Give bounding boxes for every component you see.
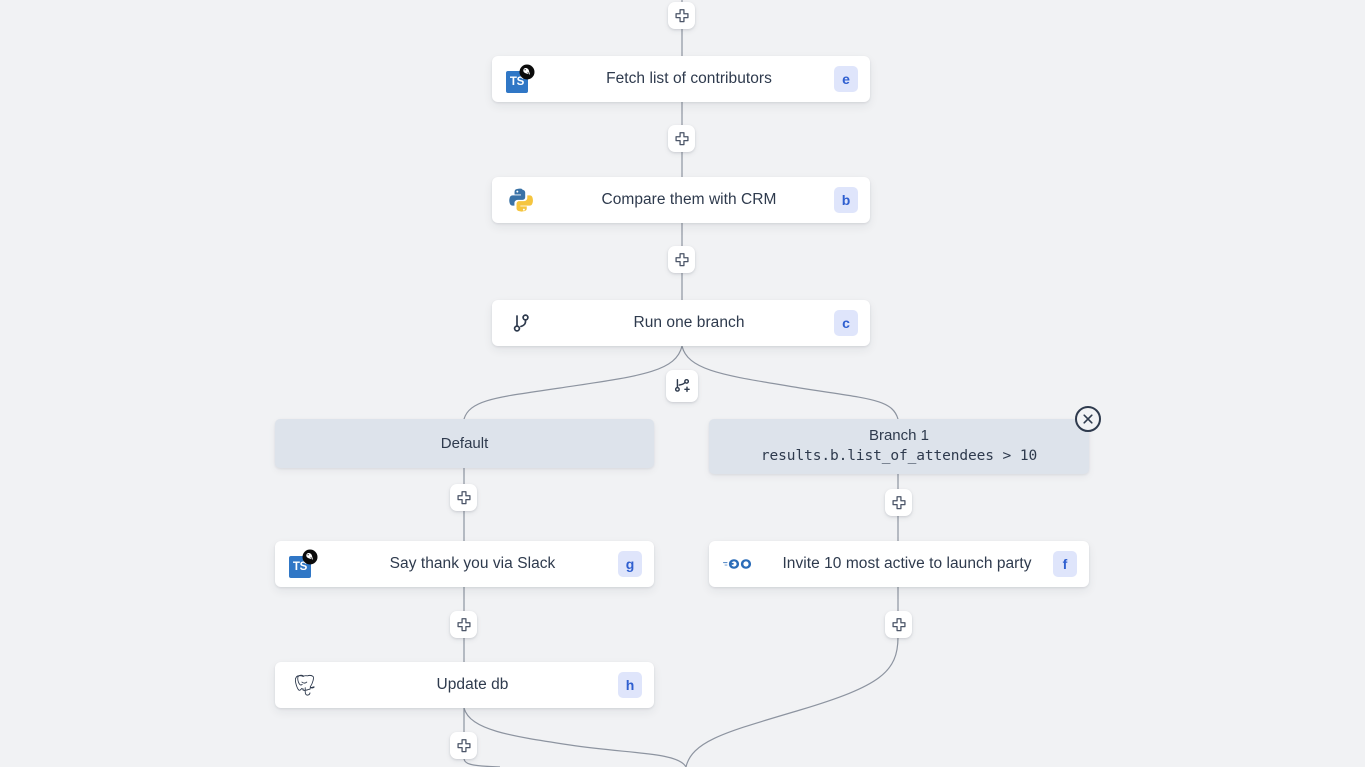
- node-badge[interactable]: c: [834, 310, 858, 336]
- plus-icon: [674, 131, 689, 145]
- node-update-db[interactable]: Update db h: [275, 662, 654, 708]
- branch-expression: results.b.list_of_attendees > 10: [760, 448, 1038, 464]
- plus-icon: [456, 490, 471, 504]
- add-step-button-after-slack[interactable]: [450, 611, 477, 638]
- node-say-thank-you-via-slack[interactable]: TS Say thank you via Slack g: [275, 541, 654, 587]
- node-label: Run one branch: [633, 314, 745, 331]
- add-step-button-after-invite[interactable]: [885, 611, 912, 638]
- plus-icon: [456, 738, 471, 752]
- typescript-deno-icon: TS: [281, 549, 327, 579]
- plus-icon: [674, 8, 689, 22]
- plus-icon: [456, 617, 471, 631]
- node-label: Compare them with CRM: [601, 191, 777, 208]
- node-label: Update db: [436, 676, 509, 693]
- node-invite-most-active-to-launch-party[interactable]: Invite 10 most active to launch party f: [709, 541, 1089, 587]
- branch-title: Branch 1: [868, 427, 930, 444]
- edge-left-long-merge: [463, 707, 687, 767]
- branch-title: Default: [440, 434, 489, 452]
- add-step-button-after-updatedb[interactable]: [450, 732, 477, 759]
- branch1-close-button[interactable]: [1075, 406, 1101, 432]
- branch-add-icon: [674, 378, 690, 393]
- node-run-one-branch[interactable]: Run one branch c: [492, 300, 870, 346]
- node-compare-them-with-crm[interactable]: Compare them with CRM b: [492, 177, 870, 223]
- add-step-button-top[interactable]: [668, 2, 695, 29]
- edge-split-right: [681, 345, 899, 420]
- node-label: Say thank you via Slack: [389, 555, 556, 572]
- node-badge[interactable]: e: [834, 66, 858, 92]
- git-branch-icon: [498, 311, 544, 335]
- deno-icon: [519, 64, 535, 80]
- edge-left-merge: [463, 757, 501, 767]
- node-badge[interactable]: g: [618, 551, 642, 577]
- close-icon: [1083, 414, 1093, 424]
- add-step-button-after-compare[interactable]: [668, 246, 695, 273]
- add-step-button-after-fetch[interactable]: [668, 125, 695, 152]
- plus-icon: [891, 617, 906, 631]
- deno-icon: [302, 549, 318, 565]
- typescript-deno-icon: TS: [498, 64, 544, 94]
- edge-split-left: [463, 345, 683, 420]
- add-branch-button[interactable]: [666, 370, 698, 402]
- postgresql-icon: [281, 672, 327, 698]
- node-badge[interactable]: b: [834, 187, 858, 213]
- plus-icon: [674, 252, 689, 266]
- go-icon: [715, 555, 761, 573]
- node-label: Invite 10 most active to launch party: [782, 555, 1032, 572]
- node-fetch-list-of-contributors[interactable]: TS Fetch list of contributors e: [492, 56, 870, 102]
- add-step-button-branch1[interactable]: [885, 489, 912, 516]
- branch-box-default[interactable]: Default: [275, 419, 654, 468]
- python-icon: [498, 187, 544, 213]
- branch-box-branch1[interactable]: Branch 1 results.b.list_of_attendees > 1…: [709, 419, 1089, 474]
- node-badge[interactable]: f: [1053, 551, 1077, 577]
- node-label: Fetch list of contributors: [606, 70, 772, 87]
- plus-icon: [891, 495, 906, 509]
- node-badge[interactable]: h: [618, 672, 642, 698]
- edge-right-merge: [685, 636, 899, 767]
- add-step-button-default-branch[interactable]: [450, 484, 477, 511]
